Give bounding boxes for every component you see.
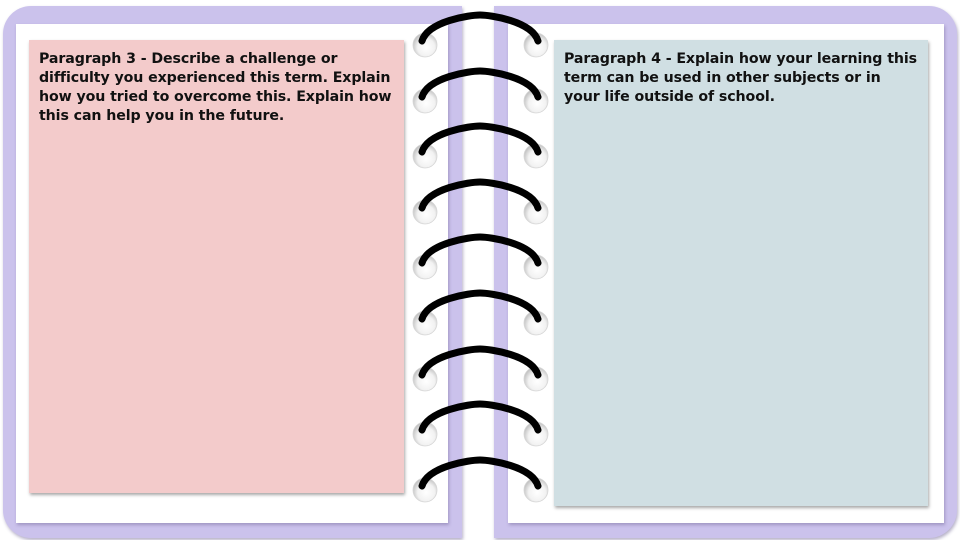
- paragraph-4-prompt: Paragraph 4 - Explain how your learning …: [564, 51, 917, 105]
- paragraph-3-prompt: Paragraph 3 - Describe a challenge or di…: [39, 51, 392, 124]
- paragraph-3-textbox[interactable]: Paragraph 3 - Describe a challenge or di…: [29, 40, 404, 493]
- paragraph-4-textbox[interactable]: Paragraph 4 - Explain how your learning …: [554, 40, 928, 506]
